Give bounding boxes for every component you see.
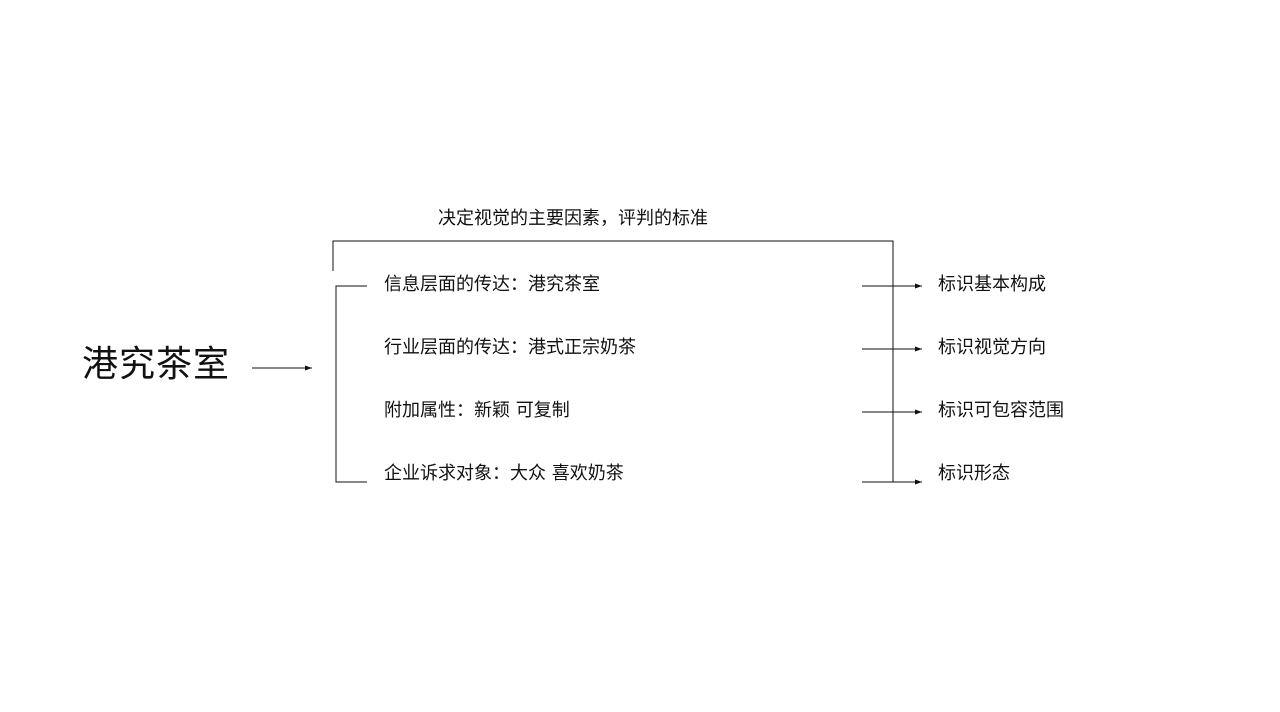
factor-item-audience: 企业诉求对象：大众 喜欢奶茶 — [384, 463, 624, 484]
outcome-item-visual-direction: 标识视觉方向 — [938, 337, 1046, 358]
factors-left-bracket — [335, 285, 367, 483]
factor-item-industry: 行业层面的传达：港式正宗奶茶 — [384, 337, 636, 358]
outcome-item-scope: 标识可包容范围 — [938, 400, 1064, 421]
brand-name: 港究茶室 — [82, 344, 231, 385]
header-bracket — [332, 240, 894, 271]
factor-item-information: 信息层面的传达：港究茶室 — [384, 274, 600, 295]
outcome-item-form: 标识形态 — [938, 463, 1010, 484]
criteria-header: 决定视觉的主要因素，评判的标准 — [438, 208, 708, 229]
outcome-item-composition: 标识基本构成 — [938, 274, 1046, 295]
factor-item-attributes: 附加属性：新颖 可复制 — [384, 400, 570, 421]
